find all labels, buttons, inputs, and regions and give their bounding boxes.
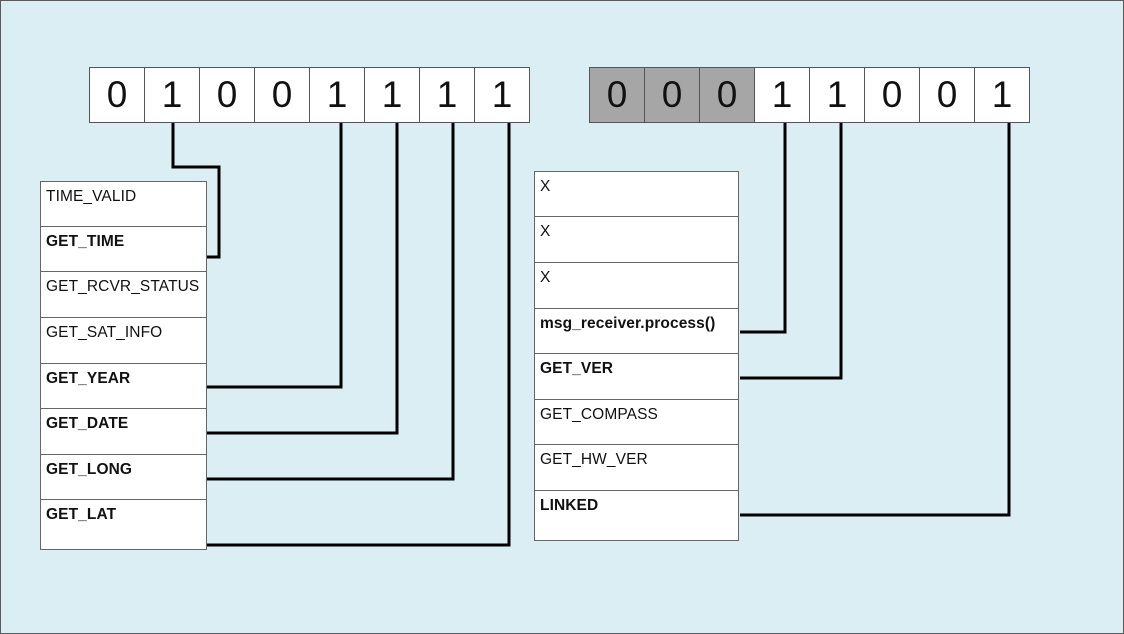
left-bit-6: 1: [419, 67, 475, 123]
connector-linked: [740, 123, 1011, 517]
connector-get-lat: [207, 123, 511, 547]
left-bit-1: 1: [144, 67, 200, 123]
left-row-7: GET_LAT: [40, 499, 207, 550]
left-register: 0 1 0 0 1 1 1 1: [89, 67, 530, 123]
right-bit-7: 1: [974, 67, 1030, 123]
connector-get-long: [207, 123, 455, 481]
right-row-0: X: [534, 171, 739, 217]
left-row-2: GET_RCVR_STATUS: [40, 271, 207, 318]
left-bit-0: 0: [89, 67, 145, 123]
left-row-6: GET_LONG: [40, 454, 207, 500]
right-row-7: LINKED: [534, 490, 739, 541]
right-flag-table: X X X msg_receiver.process() GET_VER GET…: [534, 171, 739, 541]
right-bit-2: 0: [699, 67, 755, 123]
left-bit-2: 0: [199, 67, 255, 123]
right-register: 0 0 0 1 1 0 0 1: [589, 67, 1030, 123]
left-bit-5: 1: [364, 67, 420, 123]
left-row-3: GET_SAT_INFO: [40, 317, 207, 364]
connector-get-year: [207, 123, 343, 389]
right-bit-4: 1: [809, 67, 865, 123]
connector-get-time: [171, 123, 221, 259]
connector-get-date: [207, 123, 399, 435]
left-bit-7: 1: [474, 67, 530, 123]
left-row-5: GET_DATE: [40, 408, 207, 455]
connector-msg-receiver: [740, 123, 787, 334]
right-bit-1: 0: [644, 67, 700, 123]
left-flag-table: TIME_VALID GET_TIME GET_RCVR_STATUS GET_…: [40, 181, 207, 550]
left-bit-4: 1: [309, 67, 365, 123]
right-bit-3: 1: [754, 67, 810, 123]
right-row-3: msg_receiver.process(): [534, 308, 739, 354]
right-bit-5: 0: [864, 67, 920, 123]
right-bit-0: 0: [589, 67, 645, 123]
connector-get-ver: [740, 123, 843, 380]
right-row-5: GET_COMPASS: [534, 399, 739, 445]
right-row-4: GET_VER: [534, 353, 739, 400]
